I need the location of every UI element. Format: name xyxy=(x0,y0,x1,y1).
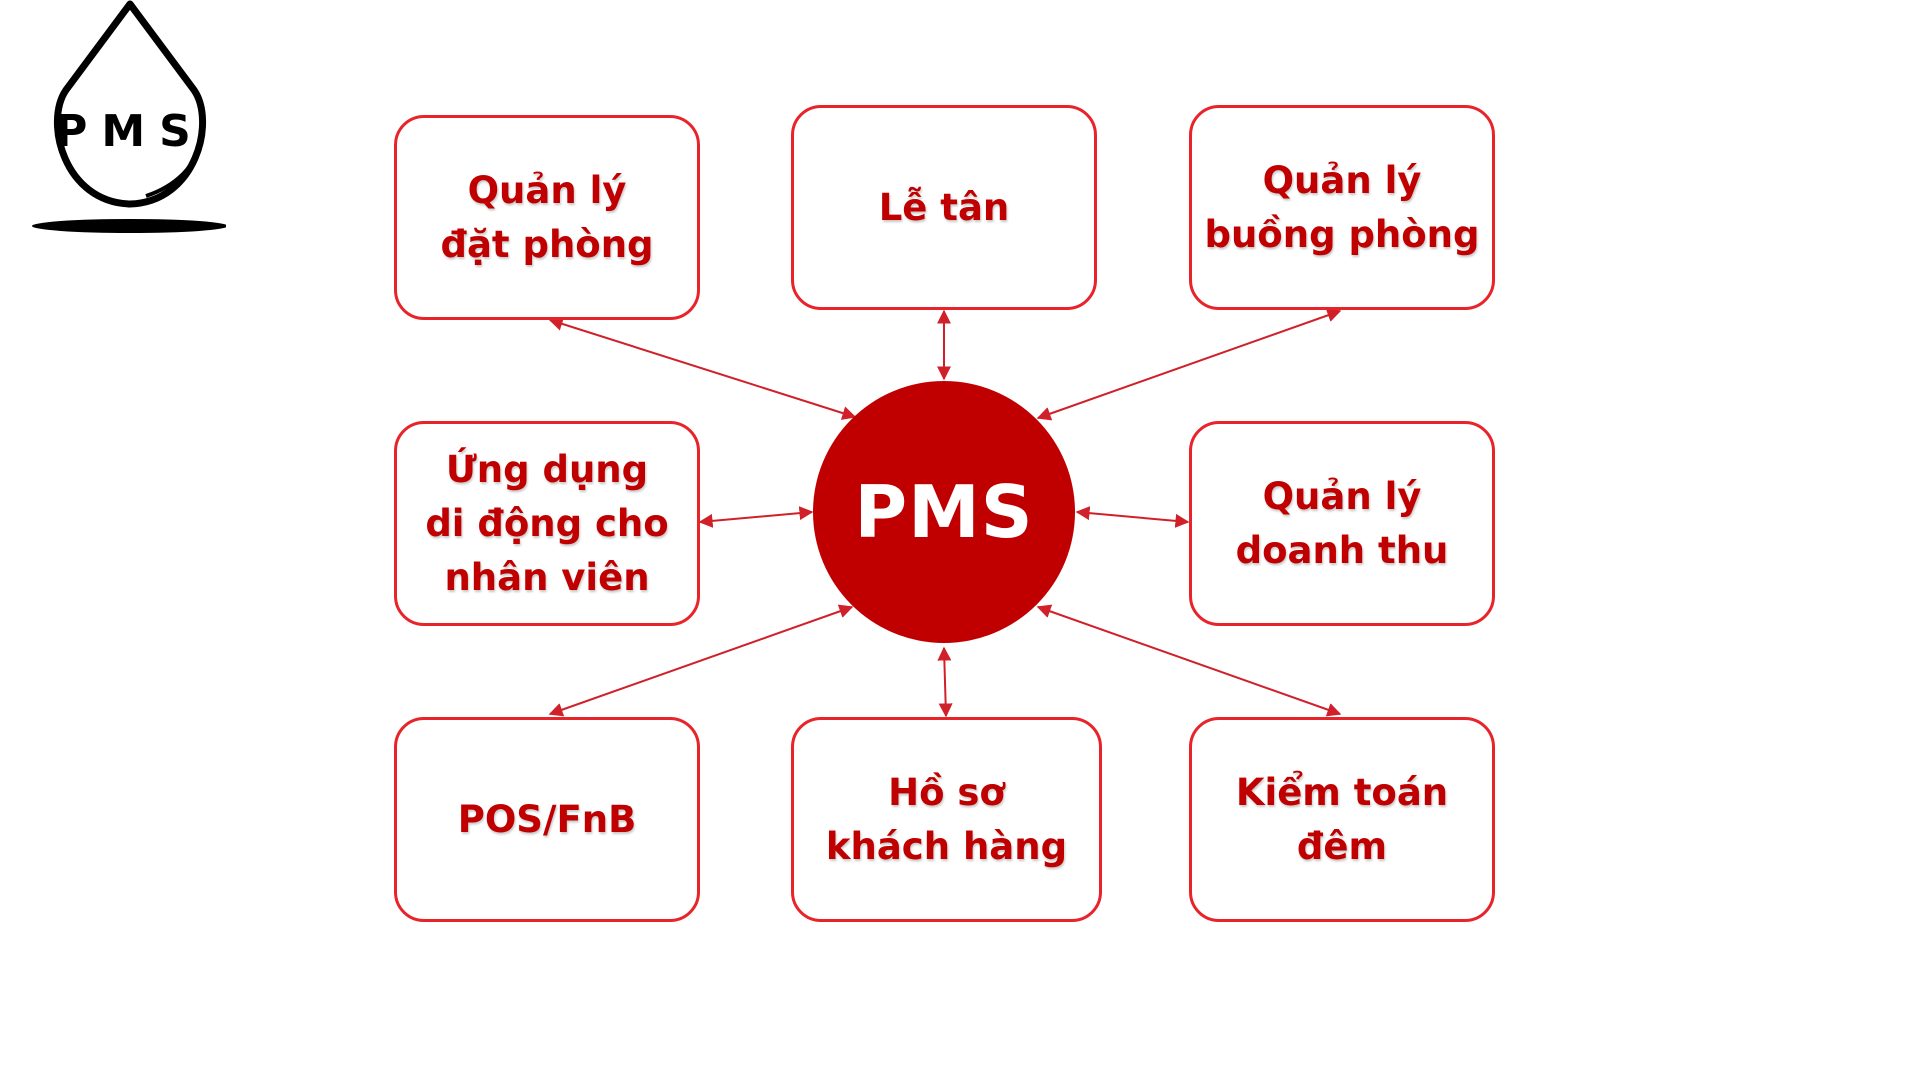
node-label: Hồ sơ khách hàng xyxy=(825,770,1068,868)
node-pos: POS/FnB xyxy=(394,717,700,922)
node-label: Quản lý doanh thu xyxy=(1235,474,1449,572)
arrow-night-audit xyxy=(1036,604,1342,717)
arrow-revenue xyxy=(1075,506,1190,528)
node-revenue: Quản lý doanh thu xyxy=(1189,421,1495,626)
logo-text: PMS xyxy=(55,106,205,157)
node-label: Quản lý buồng phòng xyxy=(1204,158,1480,256)
node-label: Quản lý đặt phòng xyxy=(440,168,654,266)
water-drop-icon xyxy=(54,0,206,208)
hub-label: PMS xyxy=(854,470,1034,554)
arrow-mobile-app xyxy=(698,506,814,528)
pms-hub: PMS xyxy=(813,381,1075,643)
arrow-booking xyxy=(548,317,857,420)
node-housekeeping: Quản lý buồng phòng xyxy=(1189,105,1495,310)
node-guest-profile: Hồ sơ khách hàng xyxy=(791,717,1102,922)
node-night-audit: Kiểm toán đêm xyxy=(1189,717,1495,922)
node-label: Ứng dụng di động cho nhân viên xyxy=(425,447,669,599)
node-booking: Quản lý đặt phòng xyxy=(394,115,700,320)
arrow-guest-profile xyxy=(937,646,953,718)
node-label: Lễ tân xyxy=(878,185,1010,229)
node-label: Kiểm toán đêm xyxy=(1235,770,1449,868)
node-reception: Lễ tân xyxy=(791,105,1097,310)
arrow-housekeeping xyxy=(1036,308,1342,421)
node-mobile-app: Ứng dụng di động cho nhân viên xyxy=(394,421,700,626)
pms-logo: PMS xyxy=(32,0,226,233)
node-label: POS/FnB xyxy=(457,797,637,841)
logo-shadow xyxy=(32,219,226,233)
arrow-pos xyxy=(548,604,854,717)
